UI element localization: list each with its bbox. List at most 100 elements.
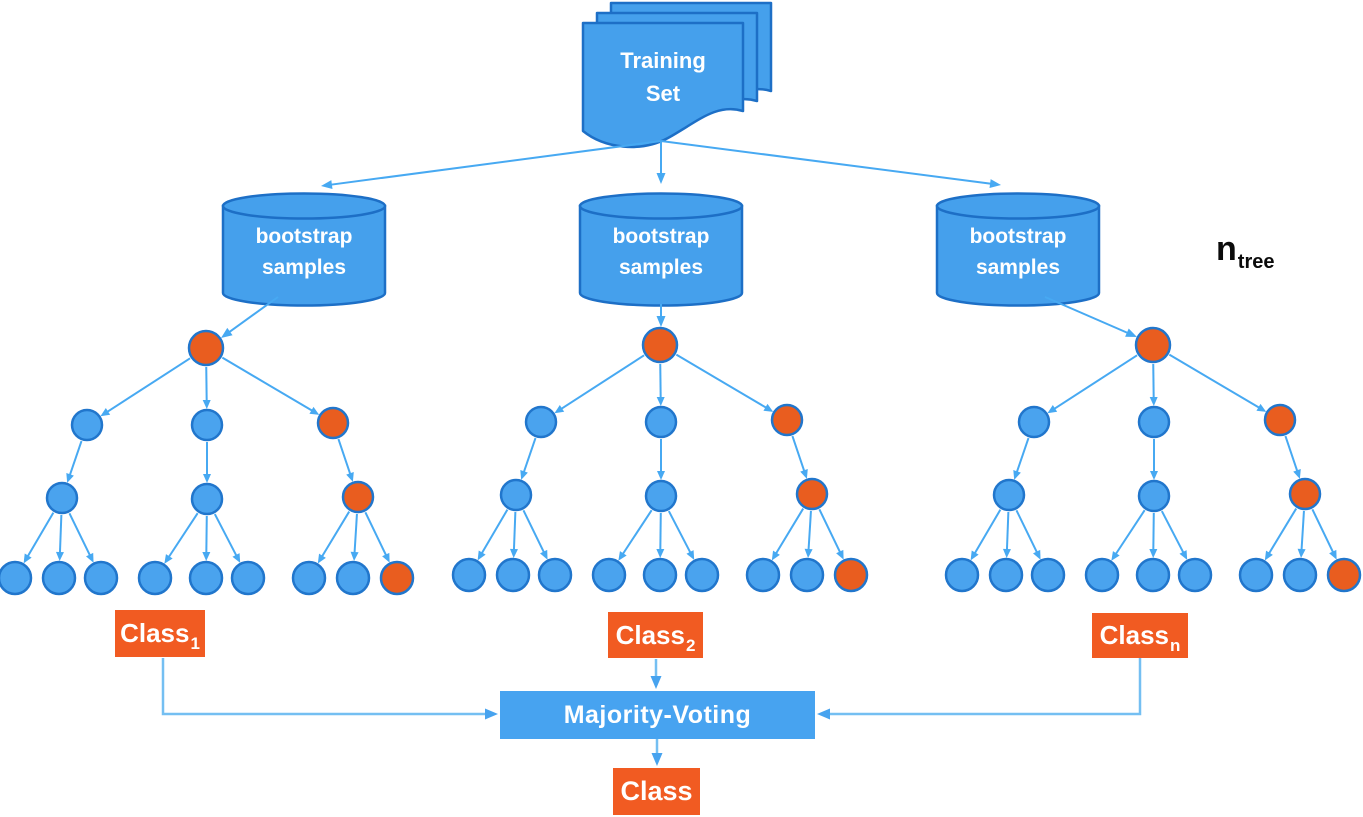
bootstrap-samples-label-3: bootstrap samples	[937, 221, 1099, 283]
training-set-line-2: Set	[645, 81, 681, 106]
arrow-line	[667, 510, 692, 554]
arrow-line	[1268, 508, 1298, 555]
arrow-head	[1013, 470, 1021, 480]
arrow-line	[973, 509, 1002, 554]
arrow-line	[68, 440, 83, 476]
arrow-line	[1114, 509, 1146, 555]
class-2-box: Class2	[608, 612, 703, 658]
class-2-subscript: 2	[685, 635, 696, 655]
tree-1-node-d3	[83, 560, 119, 596]
tree-1-node-d4	[137, 560, 173, 596]
bootstrap-samples-label-2: bootstrap samples	[580, 221, 742, 283]
arrow-line	[1160, 510, 1185, 554]
arrow-line	[26, 512, 55, 557]
arrow-line	[522, 509, 545, 553]
arrow-line	[660, 140, 992, 185]
arrow-line	[621, 509, 653, 555]
arrow-head	[309, 406, 320, 415]
arrow-head	[1033, 549, 1041, 560]
arrow-line	[353, 513, 358, 554]
tree-1-node-b3	[316, 406, 350, 440]
arrow-line	[1044, 296, 1129, 334]
arrow-line	[829, 658, 1142, 716]
arrow-head	[763, 403, 774, 412]
arrow-head	[1002, 548, 1011, 559]
class-2-label: Class2	[616, 620, 696, 655]
tree-3-node-d6	[1177, 557, 1213, 593]
tree-1-node-c2	[190, 482, 224, 516]
arrow-line	[1015, 509, 1038, 553]
tree-1-node-c3	[341, 480, 375, 514]
final-class-box: Class	[613, 768, 700, 815]
tree-2-node-d6	[684, 557, 720, 593]
bootstrap-line-1: bootstrap	[969, 225, 1067, 248]
arrow-line	[321, 511, 351, 558]
arrow-head	[540, 549, 548, 560]
arrow-line	[228, 296, 279, 333]
arrow-head	[1329, 549, 1337, 560]
arrow-line	[512, 511, 517, 551]
arrow-line	[213, 513, 238, 557]
training-set-label: Training Set	[583, 44, 743, 110]
tree-2-node-c3	[795, 477, 829, 511]
tree-1-node-d8	[335, 560, 371, 596]
tree-2-node-d8	[789, 557, 825, 593]
class-1-text: Class	[120, 618, 190, 648]
tree-3-node-d2	[988, 557, 1024, 593]
arrow-head	[651, 753, 663, 766]
arrow-line	[68, 512, 91, 556]
tree-1-node-b1	[70, 408, 104, 442]
tree-2-node-c2	[644, 479, 678, 513]
class-1-box: Class1	[115, 610, 205, 657]
tree-3-node-r	[1134, 326, 1172, 364]
majority-voting-box: Majority-Voting	[500, 691, 815, 739]
arrow-head	[686, 550, 695, 560]
bootstrap-line-1: bootstrap	[255, 225, 353, 248]
tree-2-node-b1	[524, 405, 558, 439]
tree-2-node-b2	[644, 405, 678, 439]
bootstrap-samples-label-1: bootstrap samples	[223, 221, 385, 283]
final-class-label: Class	[620, 776, 693, 806]
tree-3-node-c3	[1288, 477, 1322, 511]
arrow-head	[1150, 471, 1158, 480]
tree-2-node-d1	[451, 557, 487, 593]
tree-1-node-d2	[41, 560, 77, 596]
arrow-head	[66, 473, 74, 483]
arrow-head	[509, 548, 518, 559]
tree-1-node-c1	[45, 481, 79, 515]
class-1-subscript: 1	[190, 634, 200, 653]
arrow-head	[554, 405, 565, 414]
arrow-line	[330, 140, 662, 186]
arrow-line	[1015, 437, 1030, 473]
bootstrap-samples-text-3: bootstrap samples	[970, 221, 1067, 283]
arrow-head	[203, 474, 211, 483]
tree-1-node-b2	[190, 408, 224, 442]
arrow-head	[1297, 548, 1306, 559]
arrow-head	[656, 396, 665, 407]
tree-2-node-d3	[537, 557, 573, 593]
bootstrap-samples-text-2: bootstrap samples	[613, 221, 710, 283]
tree-2-node-r	[641, 326, 679, 364]
tree-3-node-d1	[944, 557, 980, 593]
arrow-head	[485, 708, 498, 720]
arrow-head	[656, 548, 665, 559]
arrow-head	[520, 470, 528, 480]
arrow-line	[1053, 354, 1138, 410]
arrow-head	[232, 553, 241, 563]
tree-1-node-d9	[379, 560, 415, 596]
arrow-head	[350, 551, 359, 562]
bootstrap-line-2: samples	[975, 256, 1061, 279]
training-set-text: Training Set	[620, 44, 706, 110]
arrow-head	[650, 676, 662, 689]
tree-3-node-b3	[1263, 403, 1297, 437]
arrow-line	[818, 508, 842, 553]
class-n-subscript: n	[1170, 636, 1181, 655]
arrow-head	[321, 180, 333, 190]
arrow-line	[1005, 511, 1010, 551]
tree-3-node-c2	[1137, 479, 1171, 513]
arrow-head	[1256, 403, 1267, 412]
arrow-head	[970, 550, 979, 561]
arrow-head	[800, 469, 808, 479]
arrow-line	[167, 512, 199, 558]
